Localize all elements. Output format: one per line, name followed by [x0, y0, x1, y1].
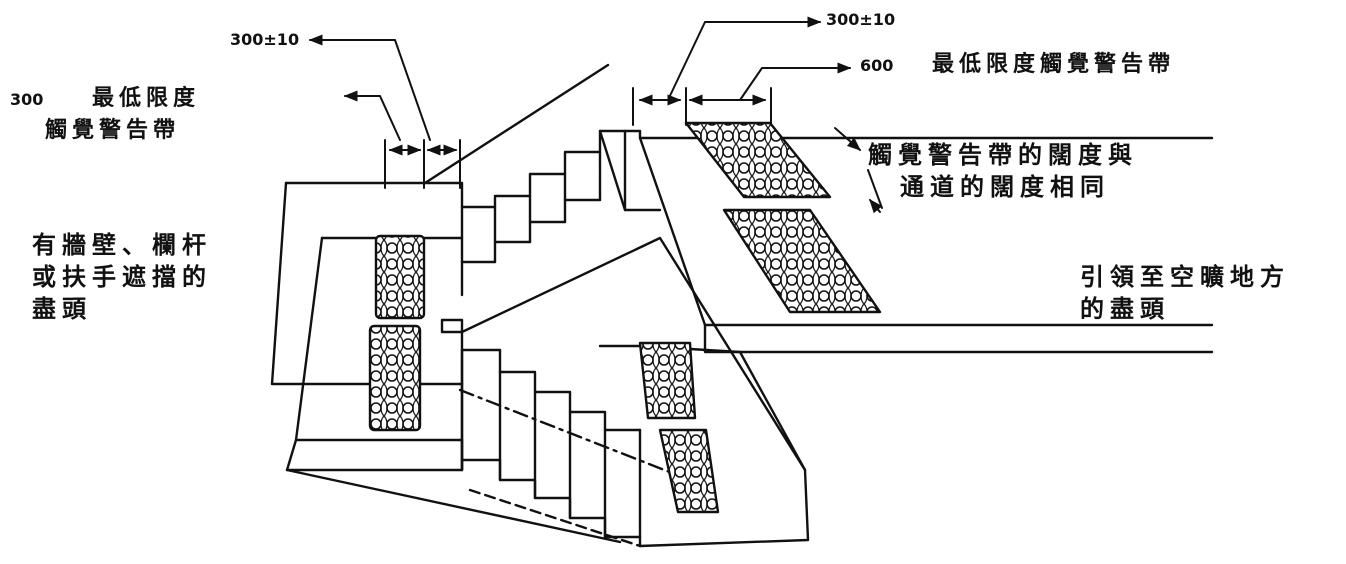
upper-flight: [460, 129, 662, 297]
handrail-line: [423, 63, 610, 185]
tactile-strip: [658, 428, 720, 514]
hidden-line: [468, 488, 642, 548]
tactile-strip: [374, 234, 426, 320]
right-band-dimension: 600: [860, 56, 894, 75]
right-width-dimension: 300±10: [826, 10, 896, 29]
wall-end-label-line1: 有牆壁、欄杆: [32, 230, 212, 259]
middle-landing: [270, 181, 807, 544]
tactile-strips: [368, 121, 882, 514]
wall-end-label-line3: 盡頭: [32, 294, 92, 323]
width-note-line2: 通道的闊度相同: [900, 172, 1110, 201]
left-band-label-line2: 觸覺警告帶: [45, 117, 181, 143]
right-band-label: 最低限度觸覺警告帶: [932, 51, 1176, 77]
left-width-dimension: 300±10: [230, 30, 300, 49]
open-end-label-line2: 的盡頭: [1080, 294, 1170, 323]
left-band-label-line1: 最低限度: [92, 85, 201, 111]
tactile-strip: [684, 121, 832, 199]
wall-end-label-line2: 或扶手遮擋的: [32, 262, 212, 291]
dimension-lines-right: [632, 16, 883, 214]
lower-flight: [460, 344, 810, 548]
open-end-label-line1: 引領至空曠地方: [1080, 262, 1290, 291]
tactile-strip: [368, 324, 422, 432]
width-note-line1: 觸覺警告帶的闊度與: [868, 140, 1138, 169]
tactile-strip: [638, 341, 697, 420]
left-band-dimension: 300: [10, 90, 44, 109]
dimension-lines-left: [308, 34, 461, 189]
center-line: [458, 388, 692, 482]
upper-landing: [598, 129, 1214, 354]
tactile-strip: [722, 208, 882, 314]
